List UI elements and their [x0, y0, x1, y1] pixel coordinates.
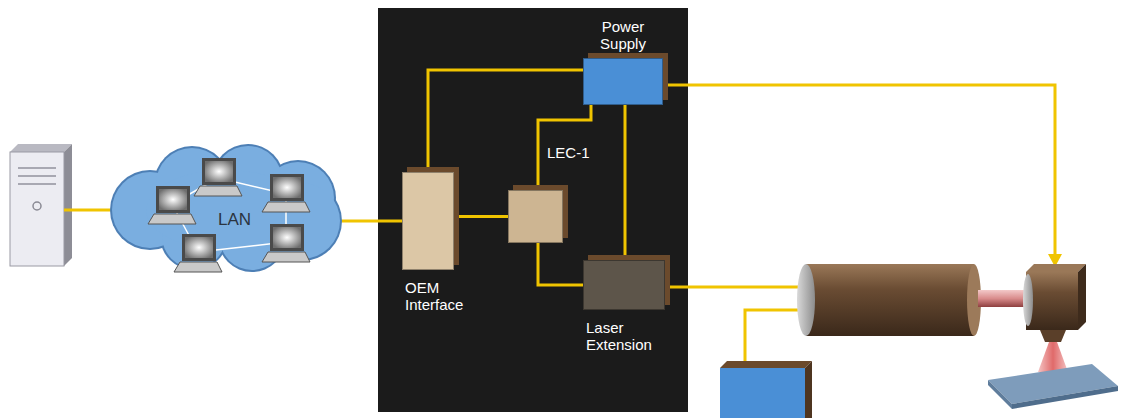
drawing-line	[18, 183, 56, 185]
connector-wire	[538, 105, 591, 190]
node-label: LEC-1	[547, 144, 590, 161]
drawing-polygon	[720, 361, 812, 368]
drawing-polygon	[988, 380, 1012, 409]
node-label: Power Supply	[600, 18, 646, 53]
drawing-polygon	[1078, 264, 1086, 330]
server-tower	[10, 144, 72, 266]
laser-cone	[1038, 342, 1068, 372]
aux-wire	[745, 310, 806, 368]
control-panel	[378, 8, 688, 412]
auxiliary-unit	[720, 361, 812, 418]
drawing-polygon	[805, 361, 812, 418]
drawing-g	[112, 146, 340, 270]
power-wire	[665, 85, 1055, 256]
drawing-rect	[1026, 272, 1078, 330]
connector-wire	[454, 215, 508, 218]
drawing-use	[262, 224, 310, 262]
drawing-polygon	[1026, 264, 1086, 272]
drawing-g	[110, 144, 342, 272]
drawing-use	[194, 158, 242, 196]
connector-wire	[624, 105, 627, 260]
drawing-polygon	[64, 144, 72, 266]
drawing-polygon	[1012, 386, 1118, 409]
power-supply-box: Power Supply	[583, 58, 663, 105]
drawing-ellipse	[1023, 274, 1033, 326]
drawing-rect	[806, 264, 974, 336]
connector-wire	[538, 243, 583, 285]
laser-beam	[978, 290, 1030, 307]
drawing-rect	[720, 368, 805, 418]
drawing-ellipse	[797, 264, 815, 336]
laser-wire	[665, 286, 806, 289]
drawing-line	[18, 175, 56, 177]
drawing-line	[18, 167, 56, 169]
drawing-rect	[10, 152, 64, 266]
laser-tube	[797, 264, 981, 336]
drawing-circle	[33, 202, 41, 210]
node-label: OEM Interface	[405, 279, 463, 314]
interface-box: OEM Interface	[402, 172, 454, 270]
workpiece	[988, 364, 1118, 409]
drawing-use	[174, 234, 222, 272]
node-label: Laser Extension	[586, 319, 652, 354]
drawing-polygon	[10, 144, 72, 152]
drawing-use	[148, 186, 196, 224]
laser-head	[1023, 264, 1086, 342]
wire	[64, 85, 1055, 368]
connector-wire	[340, 220, 402, 223]
extension-box: Laser Extension	[583, 260, 665, 310]
drawing-use	[262, 174, 310, 212]
network-wire	[64, 209, 114, 212]
lan-cloud: LAN	[112, 146, 340, 270]
drawing-polygon	[1040, 330, 1066, 342]
controller-box: LEC-1	[508, 190, 563, 243]
node-label: LAN	[218, 210, 251, 230]
lan-cloud	[112, 146, 340, 270]
